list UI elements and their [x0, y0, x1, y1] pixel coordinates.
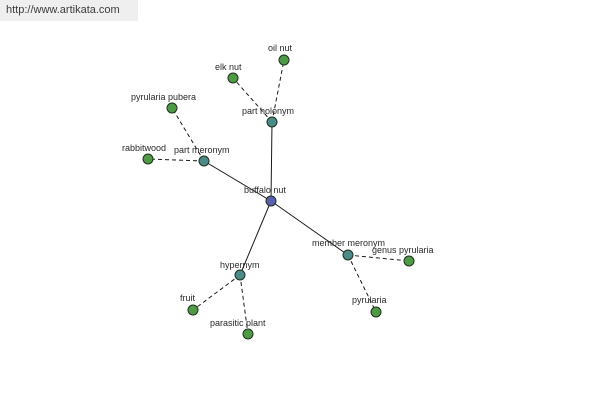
nodes: [142, 54, 415, 340]
edge-part-meronym-rabbitwood: [147, 158, 205, 162]
edge-center-part-holonym: [270, 121, 273, 202]
label-elk-nut: elk nut: [215, 62, 242, 72]
node-leaf-rabbitwood[interactable]: [142, 153, 154, 165]
node-leaf-pyrularia[interactable]: [370, 306, 382, 318]
edge-center-part-meronym: [203, 160, 272, 202]
labels: buffalo nut part holonym part meronym hy…: [122, 43, 434, 328]
edge-center-member-meronym: [270, 200, 349, 256]
node-leaf-genus-pyrularia[interactable]: [403, 255, 415, 267]
source-url[interactable]: http://www.artikata.com: [0, 0, 138, 21]
edge-part-holonym-elk-nut: [232, 77, 273, 123]
node-relation-part-meronym[interactable]: [198, 155, 210, 167]
edge-hypernym-parasitic-plant: [239, 274, 249, 335]
label-rabbitwood: rabbitwood: [122, 143, 166, 153]
label-pyrularia-pubera: pyrularia pubera: [131, 92, 196, 102]
label-hypernym: hypernym: [220, 260, 260, 270]
edges: [147, 59, 410, 335]
edge-member-meronym-pyrularia: [347, 254, 377, 313]
edge-member-meronym-genus-pyrularia: [347, 254, 410, 262]
label-pyrularia: pyrularia: [352, 295, 387, 305]
node-leaf-elk-nut[interactable]: [227, 72, 239, 84]
node-relation-hypernym[interactable]: [234, 269, 246, 281]
node-leaf-oil-nut[interactable]: [278, 54, 290, 66]
edge-part-meronym-pyrularia-pubera: [171, 107, 205, 162]
label-fruit: fruit: [180, 293, 196, 303]
node-relation-member-meronym[interactable]: [342, 249, 354, 261]
label-center: buffalo nut: [244, 185, 286, 195]
label-genus-pyrularia: genus pyrularia: [372, 245, 434, 255]
label-part-meronym: part meronym: [174, 145, 230, 155]
node-relation-part-holonym[interactable]: [266, 116, 278, 128]
label-oil-nut: oil nut: [268, 43, 293, 53]
node-leaf-parasitic-plant[interactable]: [242, 328, 254, 340]
edge-part-holonym-oil-nut: [271, 59, 285, 123]
label-parasitic-plant: parasitic plant: [210, 318, 266, 328]
node-center[interactable]: [265, 195, 277, 207]
label-part-holonym: part holonym: [242, 106, 294, 116]
node-leaf-fruit[interactable]: [187, 304, 199, 316]
edge-center-hypernym: [239, 200, 272, 276]
label-member-meronym: member meronym: [312, 238, 385, 248]
node-leaf-pyrularia-pubera[interactable]: [166, 102, 178, 114]
edge-hypernym-fruit: [192, 274, 241, 311]
